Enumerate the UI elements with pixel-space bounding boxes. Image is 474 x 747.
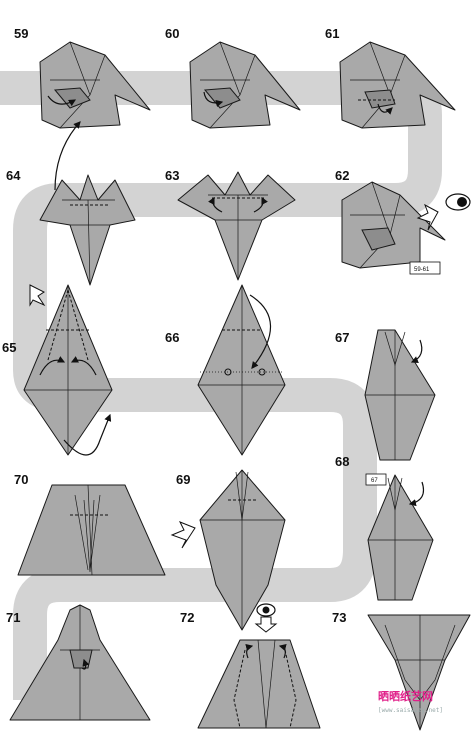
step-number-59: 59 [14,26,28,41]
hollow-arrow-icon [416,203,439,231]
repeat-tag [409,261,441,275]
step-68: 68 67 [335,454,434,601]
repeat-tag-label: 59-61 [414,267,430,273]
step-number-62: 62 [335,168,349,183]
step-60: 60 [165,26,301,129]
step-62: 62 59-61 [335,168,471,275]
step-number-65: 65 [2,340,16,355]
step-number-67: 67 [335,330,349,345]
step-number-68: 68 [335,454,349,469]
step-number-63: 63 [165,168,179,183]
reference-tag [365,473,387,486]
step-71: 71 [6,604,151,721]
step-number-61: 61 [325,26,339,41]
step-72: 72 [180,603,321,729]
step-number-60: 60 [165,26,179,41]
step-number-64: 64 [6,168,21,183]
step-64: 64 [6,121,136,286]
watermark: 晒晒纸艺网 [www.saisaizy.net] [378,689,443,714]
step-59: 59 [14,26,151,129]
eye-view-icon [256,603,276,617]
step-number-70: 70 [14,472,28,487]
step-number-66: 66 [165,330,179,345]
step-63: 63 [165,168,296,281]
step-73: 73 [332,610,471,731]
eye-view-icon [445,193,471,211]
step-number-69: 69 [176,472,190,487]
step-61: 61 [325,26,456,129]
watermark-url: [www.saisaizy.net] [378,707,443,714]
step-65: 65 [2,284,113,456]
reference-tag-label: 67 [371,478,378,484]
step-69: 69 [170,469,286,631]
step-number-71: 71 [6,610,20,625]
hollow-arrow-icon [170,521,196,549]
step-67: 67 [335,329,436,461]
step-number-72: 72 [180,610,194,625]
step-70: 70 [14,472,166,576]
watermark-brand: 晒晒纸艺网 [378,689,433,703]
hollow-arrow-icon [254,616,278,633]
step-66: 66 [165,284,286,456]
hollow-arrow-icon [29,284,46,307]
step-number-73: 73 [332,610,346,625]
